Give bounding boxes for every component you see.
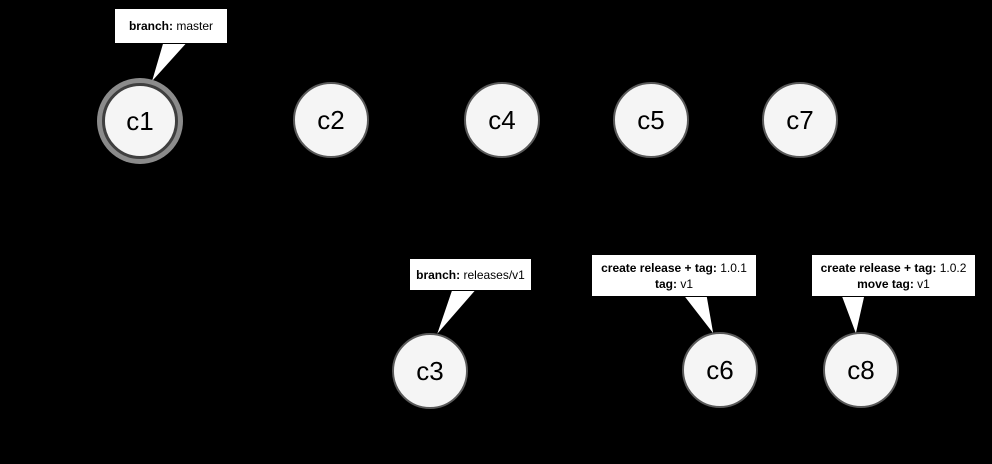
commit-node-c5: c5	[613, 82, 689, 158]
callout-tail-release-1-0-2	[840, 294, 866, 337]
commit-node-c2: c2	[293, 82, 369, 158]
commit-label: c4	[488, 104, 516, 135]
commit-label: c3	[416, 355, 444, 386]
callout-branch-master: branch: master	[114, 8, 228, 44]
callout-label-value: 1.0.1	[720, 260, 747, 275]
commit-label: c5	[637, 104, 665, 135]
commit-node-c7: c7	[762, 82, 838, 158]
callout-label-key: branch:	[416, 267, 461, 282]
callout-tail-releases-v1	[435, 288, 479, 337]
callout-label-value: master	[176, 19, 214, 33]
callout-release-line-2: move tag: v1	[857, 276, 930, 292]
callout-label-value: v1	[680, 276, 694, 291]
callout-release-1-0-2: create release + tag: 1.0.2 move tag: v1	[811, 254, 976, 297]
callout-release-line-1: create release + tag: 1.0.2	[821, 260, 967, 276]
callout-release-line-2: tag: v1	[655, 276, 693, 292]
callout-branch-releases-line: branch: releases/v1	[416, 267, 525, 283]
callout-tail-release-1-0-1	[681, 294, 715, 336]
callout-branch-releases-v1: branch: releases/v1	[409, 258, 532, 291]
callout-label-key: create release + tag:	[601, 260, 717, 275]
commit-node-c6: c6	[682, 332, 758, 408]
callout-label-key: move tag:	[857, 276, 914, 291]
commit-label: c8	[847, 354, 875, 385]
commit-node-c4: c4	[464, 82, 540, 158]
callout-label-key: tag:	[654, 276, 677, 291]
commit-label: c1	[126, 105, 154, 136]
commit-label: c6	[706, 354, 734, 385]
callout-branch-master-line: branch: master	[129, 18, 213, 34]
callout-label-key: create release + tag:	[820, 260, 937, 275]
callout-label-key: branch:	[128, 19, 173, 33]
commit-node-c8: c8	[823, 332, 899, 408]
callout-label-value: v1	[917, 276, 930, 291]
commit-label: c7	[786, 104, 814, 135]
callout-release-1-0-1: create release + tag: 1.0.1 tag: v1	[591, 254, 757, 297]
commit-label: c2	[317, 104, 345, 135]
callout-label-value: 1.0.2	[939, 260, 967, 275]
commit-node-c3: c3	[392, 333, 468, 409]
callout-label-value: releases/v1	[463, 267, 525, 282]
callout-tail-master	[150, 41, 190, 84]
commit-node-c1: c1	[102, 83, 178, 159]
callout-release-line-1: create release + tag: 1.0.1	[601, 260, 747, 276]
